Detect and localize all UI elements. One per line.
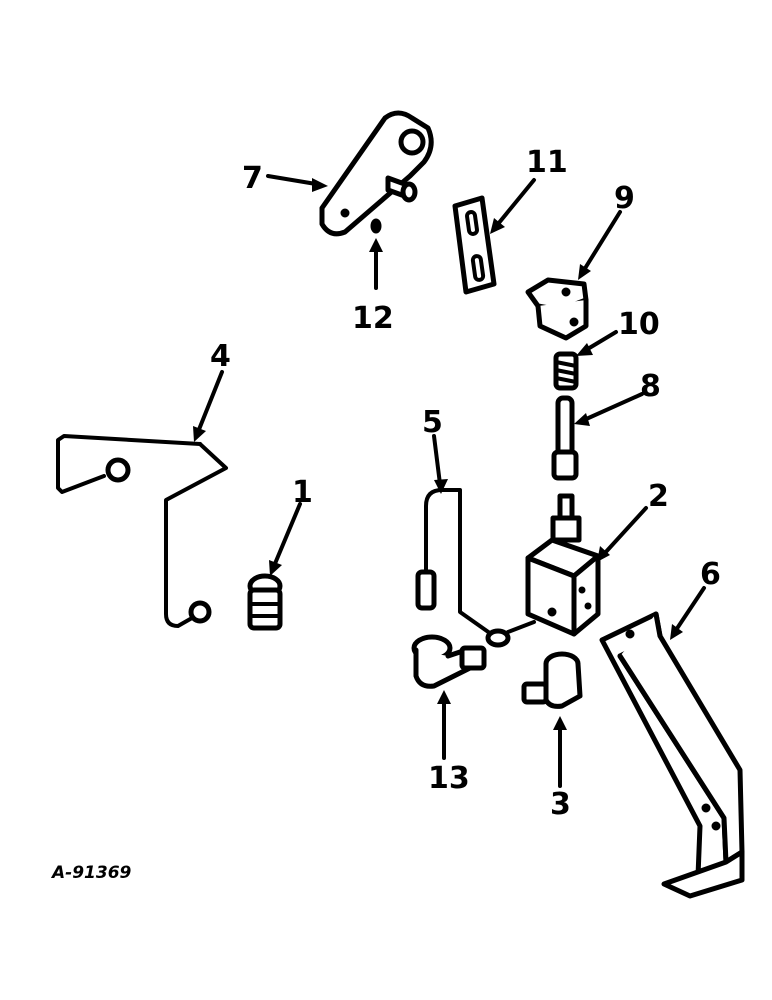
callout-1: 1 bbox=[292, 475, 313, 510]
part-13-elbow-fitting bbox=[411, 634, 487, 689]
part-7-lever-arm bbox=[319, 110, 434, 237]
part-2-valve-body bbox=[525, 493, 601, 637]
callout-8: 8 bbox=[640, 369, 661, 404]
part-4-tube bbox=[56, 434, 228, 628]
callout-9: 9 bbox=[614, 181, 635, 216]
part-1-fitting bbox=[247, 573, 283, 631]
callout-5: 5 bbox=[422, 405, 443, 440]
part-11-slotted-plate bbox=[452, 195, 497, 295]
callout-6: 6 bbox=[700, 557, 721, 592]
part-6-bracket bbox=[599, 611, 745, 899]
part-12-pin bbox=[370, 218, 382, 234]
leader-lines bbox=[193, 174, 706, 788]
callout-3: 3 bbox=[550, 787, 571, 822]
drawing-reference-number: A-91369 bbox=[50, 863, 132, 883]
callout-4: 4 bbox=[210, 339, 231, 374]
callout-labels: 7 12 11 9 10 8 2 4 1 5 6 13 3 bbox=[210, 145, 721, 822]
part-5-tube bbox=[415, 488, 536, 648]
part-3-elbow-fitting bbox=[521, 651, 583, 709]
part-9-bracket bbox=[525, 277, 589, 341]
callout-13: 13 bbox=[428, 761, 470, 796]
callout-2: 2 bbox=[648, 479, 669, 514]
callout-10: 10 bbox=[618, 307, 660, 342]
callout-12: 12 bbox=[352, 301, 394, 336]
part-8-plunger bbox=[551, 395, 579, 481]
part-10-spring bbox=[553, 351, 579, 391]
callout-11: 11 bbox=[526, 145, 568, 180]
callout-7: 7 bbox=[242, 161, 263, 196]
